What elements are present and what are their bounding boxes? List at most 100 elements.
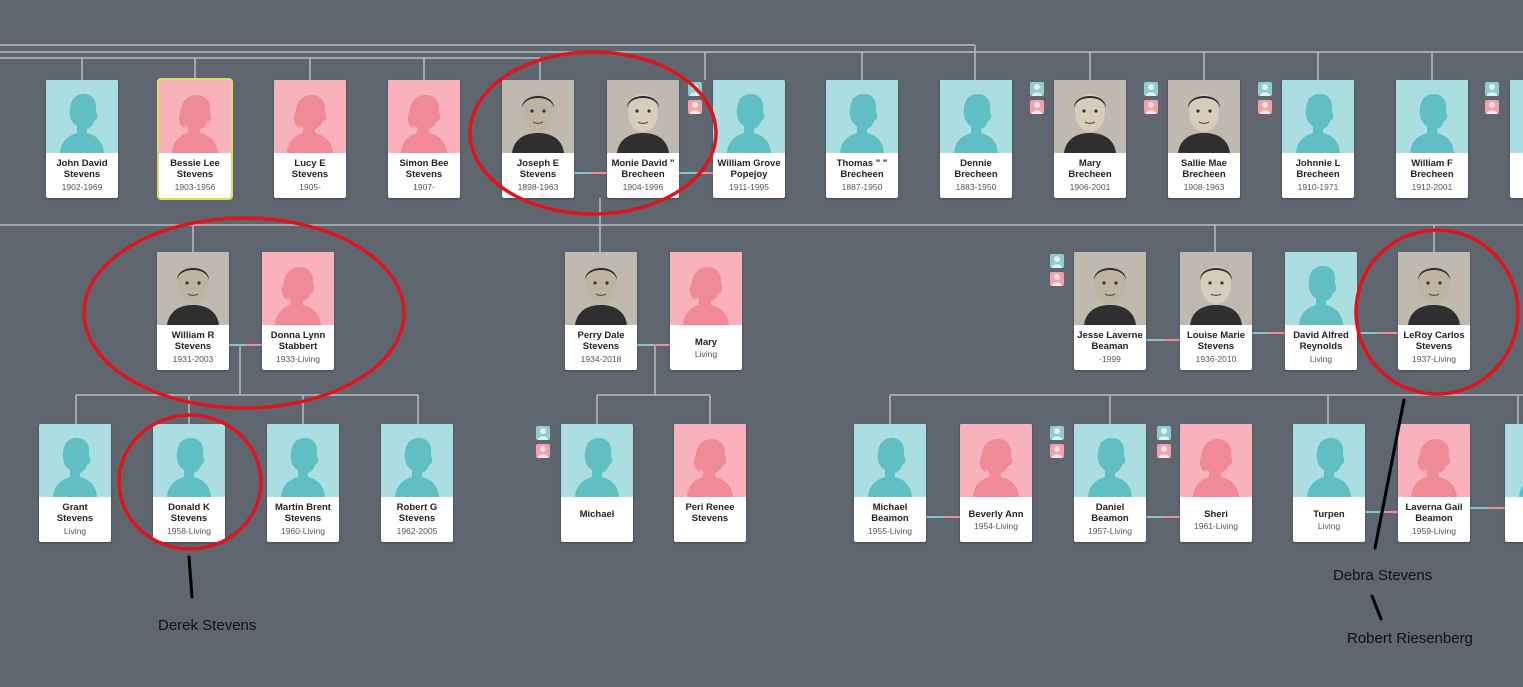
person-dates: 1933-Living [276,354,320,364]
female-silhouette-icon [674,424,746,497]
person-card[interactable]: Sallie Mae Brecheen 1908-1963 [1168,80,1240,198]
male-silhouette-icon [381,424,453,497]
person-name: Turpen [1313,509,1345,520]
person-name: Dennie Brecheen [954,158,998,180]
person-name: Sallie Mae Brecheen [1181,158,1227,180]
father-toggle-icon[interactable] [1030,82,1044,96]
male-silhouette-icon [46,80,118,153]
person-dates: 1931-2003 [172,354,214,364]
male-silhouette-icon [854,424,926,497]
father-toggle-icon[interactable] [688,82,702,96]
father-toggle-icon[interactable] [1050,254,1064,268]
person-dates: Living [1309,354,1333,364]
person-name: William Grove Popejoy [717,158,781,180]
person-photo [1168,80,1240,153]
father-toggle-icon[interactable] [1157,426,1171,440]
female-silhouette-icon [388,80,460,153]
person-card[interactable]: Lucy E Stevens 1905- [274,80,346,198]
male-silhouette-icon [713,80,785,153]
mother-toggle-icon[interactable] [1144,100,1158,114]
person-dates: 1905- [299,182,321,192]
person-card[interactable]: Ja [1510,80,1523,198]
person-dates: 19 [1505,521,1523,531]
male-silhouette-icon [561,424,633,497]
person-name: Johnnie L Brecheen [1295,158,1341,180]
person-dates: 1934-2018 [580,354,622,364]
person-dates: Living [63,526,87,536]
person-dates: Living [1317,521,1341,531]
mother-toggle-icon[interactable] [1258,100,1272,114]
person-card[interactable]: Peri Renee Stevens [674,424,746,542]
male-silhouette-icon [1285,252,1357,325]
person-card[interactable]: William Grove Popejoy 1911-1995 [713,80,785,198]
person-card[interactable]: Jesse Laverne Beaman -1999 [1074,252,1146,370]
person-name: C [1507,509,1523,520]
mother-toggle-icon[interactable] [1030,100,1044,114]
female-silhouette-icon [274,80,346,153]
person-name: Jesse Laverne Beaman [1077,330,1143,352]
person-name: Lucy E Stevens [291,158,329,180]
father-toggle-icon[interactable] [536,426,550,440]
person-name: Mary Brecheen [1068,158,1112,180]
person-card[interactable]: Michael [561,424,633,542]
person-name: Michael Beamon [871,502,909,524]
person-dates: 1936-2010 [1195,354,1237,364]
person-dates: 1907- [413,182,435,192]
person-dates: 1961-Living [1194,521,1238,531]
person-dates: 1908-1963 [1183,182,1225,192]
person-dates: 1962-2005 [396,526,438,536]
father-toggle-icon[interactable] [1050,426,1064,440]
mother-toggle-icon[interactable] [1157,444,1171,458]
mother-toggle-icon[interactable] [1485,100,1499,114]
mother-toggle-icon[interactable] [1050,444,1064,458]
father-toggle-icon[interactable] [1144,82,1158,96]
person-card[interactable]: C19 [1505,424,1523,542]
person-name: Daniel Beamon [1091,502,1129,524]
person-name: LeRoy Carlos Stevens [1403,330,1465,352]
annotation-debra-stevens: Debra Stevens [1333,567,1433,584]
person-dates: 1911-1995 [728,182,770,192]
mother-toggle-icon[interactable] [688,100,702,114]
person-dates: 1912-2001 [1411,182,1453,192]
person-name: Laverna Gail Beamon [1405,502,1463,524]
father-toggle-icon[interactable] [1485,82,1499,96]
mother-toggle-icon[interactable] [536,444,550,458]
person-name: Donald K Stevens [168,502,210,524]
person-dates: 1960-Living [281,526,325,536]
mother-toggle-icon[interactable] [1050,272,1064,286]
person-name: Beverly Ann [968,509,1024,520]
person-dates: -1999 [1099,354,1121,364]
person-name: Mary [694,337,718,348]
male-silhouette-icon [1074,424,1146,497]
person-name: Bessie Lee Stevens [170,158,220,180]
father-toggle-icon[interactable] [1258,82,1272,96]
